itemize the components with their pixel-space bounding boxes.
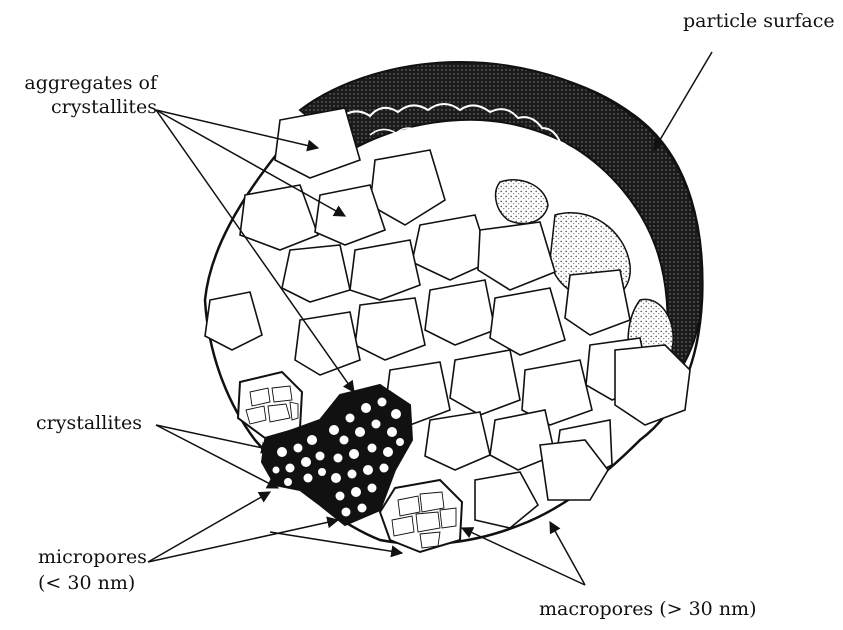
macropores-arrow-1 (462, 528, 585, 585)
micropores-label-line1: micropores (38, 546, 147, 569)
aggregates-label-line2: crystallites (0, 96, 157, 119)
particle-surface-arrow (654, 52, 712, 150)
macropores-label: macropores (> 30 nm) (539, 598, 756, 621)
crystallites-label: crystallites (36, 412, 142, 435)
micropores-label-line2: (< 30 nm) (38, 572, 135, 595)
particle-surface-label: particle surface (683, 10, 835, 33)
crystallite-aggregate-large (380, 480, 462, 552)
micropores-arrow-1 (148, 492, 270, 562)
macropores-arrow-2 (550, 522, 585, 585)
micropores-arrow-2 (148, 520, 338, 562)
aggregates-label-line1: aggregates of (0, 72, 157, 95)
